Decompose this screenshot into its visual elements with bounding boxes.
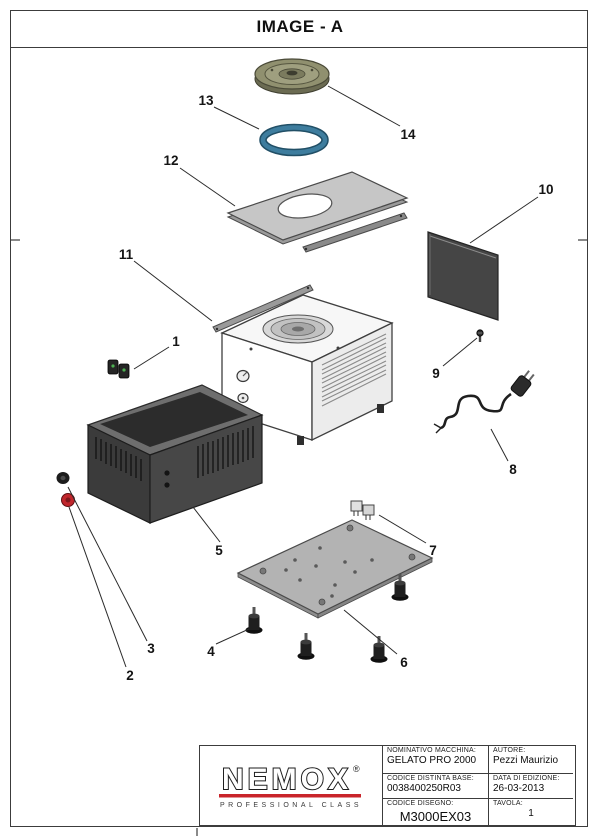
title-underline xyxy=(10,47,588,48)
field-sheet-number: TAVOLA: 1 xyxy=(488,798,573,825)
drawing-code-value: M3000EX03 xyxy=(399,809,472,824)
part-5-outer-housing xyxy=(86,384,264,524)
part-11-rails xyxy=(212,212,408,333)
leader-lines xyxy=(67,85,539,668)
part-label-5: 5 xyxy=(215,543,223,558)
vent-louvers xyxy=(321,333,387,407)
base-plate-holes xyxy=(284,546,374,598)
part-3-grommet xyxy=(56,472,70,484)
part-label-8: 8 xyxy=(509,462,517,477)
control-knobs xyxy=(236,369,250,404)
nemox-logo: NEMOX ® PROFESSIONAL CLASS xyxy=(219,762,362,809)
part-label-6: 6 xyxy=(400,655,408,670)
machine-name-label: NOMINATIVO MACCHINA: xyxy=(387,747,477,754)
part-label-12: 12 xyxy=(163,153,178,168)
part-10-rear-panel xyxy=(427,231,499,321)
drawing-code-label: CODICE DISEGNO: xyxy=(387,800,454,807)
part-7-terminal-block xyxy=(350,500,375,520)
part-label-9: 9 xyxy=(432,366,440,381)
part-label-3: 3 xyxy=(147,641,155,656)
bom-code-value: 0038400250R03 xyxy=(387,783,461,794)
top-hub xyxy=(262,314,334,344)
author-label: AUTORE: xyxy=(493,747,526,754)
sheet-number-value: 1 xyxy=(528,808,534,819)
field-edition-date: DATA DI EDIZIONE: 26-03-2013 xyxy=(488,773,573,798)
author-value: Pezzi Maurizio xyxy=(493,755,559,766)
part-4-feet xyxy=(245,574,409,663)
registered-mark: ® xyxy=(353,764,360,774)
part-number-labels: 1 2 3 4 5 6 7 8 9 10 11 12 13 14 xyxy=(119,93,554,683)
part-label-10: 10 xyxy=(538,182,553,197)
part-label-2: 2 xyxy=(126,668,134,683)
part-12-top-plate xyxy=(226,171,409,245)
edition-date-value: 26-03-2013 xyxy=(493,783,545,794)
edition-date-label: DATA DI EDIZIONE: xyxy=(493,775,560,782)
part-13-gasket-ring xyxy=(259,123,329,157)
part-6-base-plate xyxy=(236,519,434,619)
part-9-screw xyxy=(476,329,484,342)
logo-red-bar xyxy=(219,793,361,797)
part-14-drive-disc xyxy=(254,58,330,95)
registration-ticks xyxy=(11,239,587,836)
logo-cell: NEMOX ® PROFESSIONAL CLASS xyxy=(200,746,382,825)
field-drawing-code: CODICE DISEGNO: M3000EX03 xyxy=(382,798,488,825)
field-author: AUTORE: Pezzi Maurizio xyxy=(488,746,573,773)
bom-code-label: CODICE DISTINTA BASE: xyxy=(387,775,474,782)
part-label-13: 13 xyxy=(198,93,214,108)
part-label-11: 11 xyxy=(119,247,134,262)
field-machine-name: NOMINATIVO MACCHINA: GELATO PRO 2000 xyxy=(382,746,488,773)
housing-vent-slots-left xyxy=(95,437,142,481)
page-title: IMAGE - A xyxy=(256,17,344,36)
title-block: NEMOX ® PROFESSIONAL CLASS NOMINATIVO MA… xyxy=(199,745,576,826)
machine-name-value: GELATO PRO 2000 xyxy=(387,755,477,766)
housing-vent-slots-front xyxy=(197,426,254,478)
nemox-logo-text: NEMOX xyxy=(222,763,352,796)
logo-subtitle: PROFESSIONAL CLASS xyxy=(220,802,362,809)
field-bom-code: CODICE DISTINTA BASE: 0038400250R03 xyxy=(382,773,488,798)
part-label-4: 4 xyxy=(207,644,215,659)
part-1-switch xyxy=(107,359,130,379)
base-plate-corner-holes xyxy=(259,524,416,606)
part-label-14: 14 xyxy=(400,127,416,142)
part-label-7: 7 xyxy=(429,543,437,558)
part-8-power-cord xyxy=(433,370,535,434)
part-2-red-knob xyxy=(61,493,75,507)
sheet-number-label: TAVOLA: xyxy=(493,800,523,807)
part-label-1: 1 xyxy=(172,334,180,349)
